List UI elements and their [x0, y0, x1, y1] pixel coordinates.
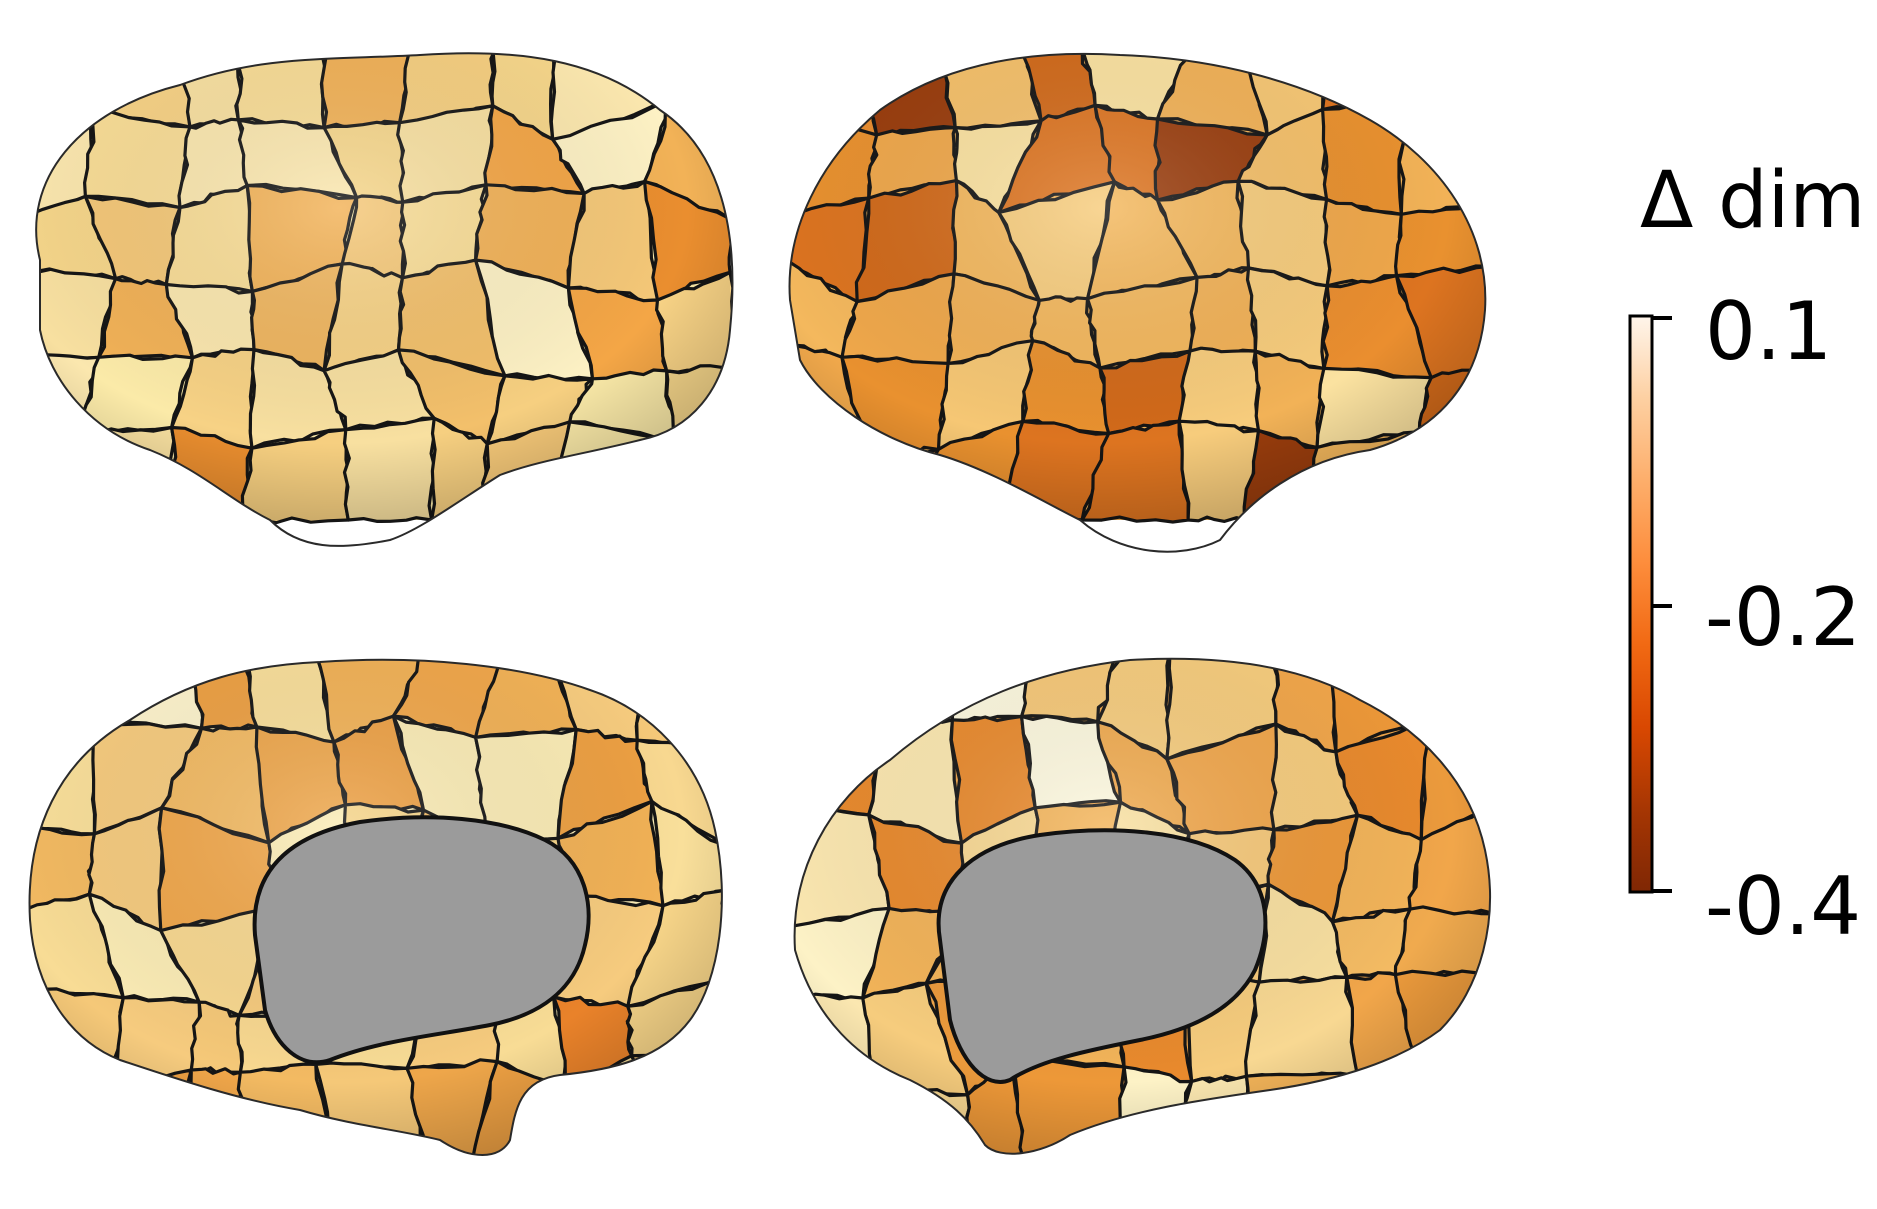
- parcel: [1321, 53, 1406, 111]
- colorbar-tick-label-bottom: -0.4: [1705, 860, 1862, 953]
- parcel: [794, 1059, 879, 1154]
- parcel: [1416, 417, 1486, 523]
- colorbar-tick-label-mid: -0.2: [1705, 571, 1862, 664]
- parcel: [630, 1053, 722, 1155]
- parcel: [29, 1059, 118, 1155]
- parcel: [29, 659, 119, 744]
- colorbar-bar: [1628, 314, 1654, 894]
- parcel: [1401, 1072, 1490, 1154]
- parcel: [634, 436, 733, 523]
- parcel: [789, 424, 868, 524]
- hemisphere-outline: [788, 52, 1487, 553]
- colorbar-tick-label-top: 0.1: [1705, 285, 1833, 378]
- hemisphere-outline: [793, 657, 1491, 1155]
- hemisphere-outline: [35, 52, 734, 547]
- right-hemisphere-lateral-view: [788, 52, 1487, 553]
- parcel: [1398, 53, 1486, 107]
- surface-shading: [36, 53, 730, 520]
- left-hemisphere-lateral-view: [35, 52, 734, 547]
- medial-wall: [252, 815, 591, 1065]
- hemisphere-outline: [28, 658, 723, 1156]
- surface-shading: [789, 53, 1486, 520]
- parcel: [851, 658, 963, 723]
- parcel: [794, 658, 890, 732]
- parcel: [665, 53, 733, 120]
- parcel: [789, 53, 879, 137]
- parcel: [846, 447, 941, 524]
- right-hemisphere-medial-view: [793, 657, 1491, 1155]
- parcel: [1350, 1074, 1422, 1154]
- left-hemisphere-medial-view: [28, 658, 723, 1156]
- colorbar-title: Δ dim: [1640, 156, 1866, 246]
- medial-wall: [936, 828, 1268, 1084]
- colorbar: [1628, 314, 1672, 894]
- parcel: [36, 53, 101, 126]
- parcel: [1426, 658, 1490, 739]
- parcel: [36, 430, 105, 523]
- parcel: [109, 1068, 193, 1155]
